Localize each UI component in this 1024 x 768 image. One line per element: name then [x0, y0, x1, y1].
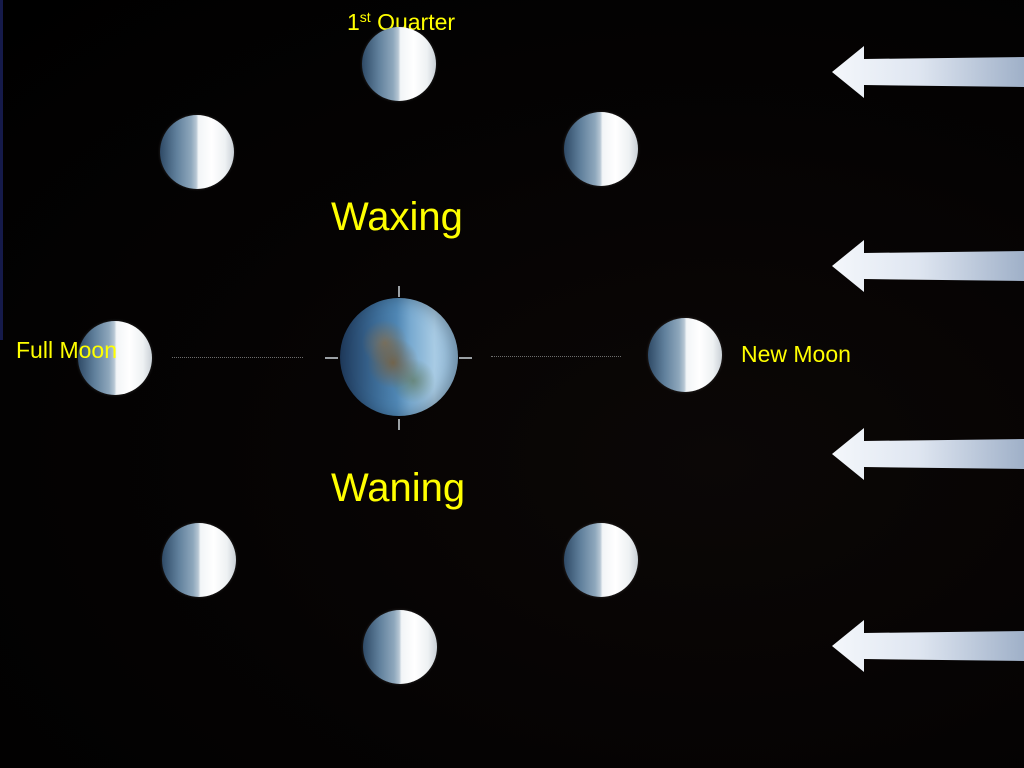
sunlight-arrow-icon	[832, 46, 1024, 98]
moon-phase-icon-waning-crescent	[564, 523, 638, 597]
label-new-moon: New Moon	[741, 341, 851, 367]
label-first-quarter-number: 1	[347, 9, 360, 35]
sunlight-arrow-icon	[832, 620, 1024, 672]
label-first-quarter-suffix: st	[359, 9, 371, 25]
left-edge-strip	[0, 0, 3, 340]
sunlight-arrow-icon	[832, 428, 1024, 480]
moon-phase-icon-waning-gibbous	[162, 523, 236, 597]
earth-tick-right	[459, 357, 472, 359]
moon-phase-icon-waxing-crescent	[564, 112, 638, 186]
earth-tick-top	[398, 286, 400, 297]
label-waxing: Waxing	[331, 195, 463, 239]
moon-phase-icon-full-moon	[78, 321, 152, 395]
orbit-line-right	[491, 356, 621, 357]
earth-tick-bottom	[398, 419, 400, 430]
sunlight-arrow-icon	[832, 240, 1024, 292]
label-waning: Waning	[331, 466, 466, 510]
moon-phase-icon-first-quarter	[362, 27, 436, 101]
moon-phase-icon-new-moon	[648, 318, 722, 392]
orbit-line-left	[172, 357, 303, 358]
earth-icon	[340, 298, 458, 416]
moon-phase-icon-last-quarter	[363, 610, 437, 684]
earth-tick-left	[325, 357, 338, 359]
moon-phase-icon-waxing-gibbous	[160, 115, 234, 189]
label-full-moon: Full Moon	[16, 337, 117, 363]
